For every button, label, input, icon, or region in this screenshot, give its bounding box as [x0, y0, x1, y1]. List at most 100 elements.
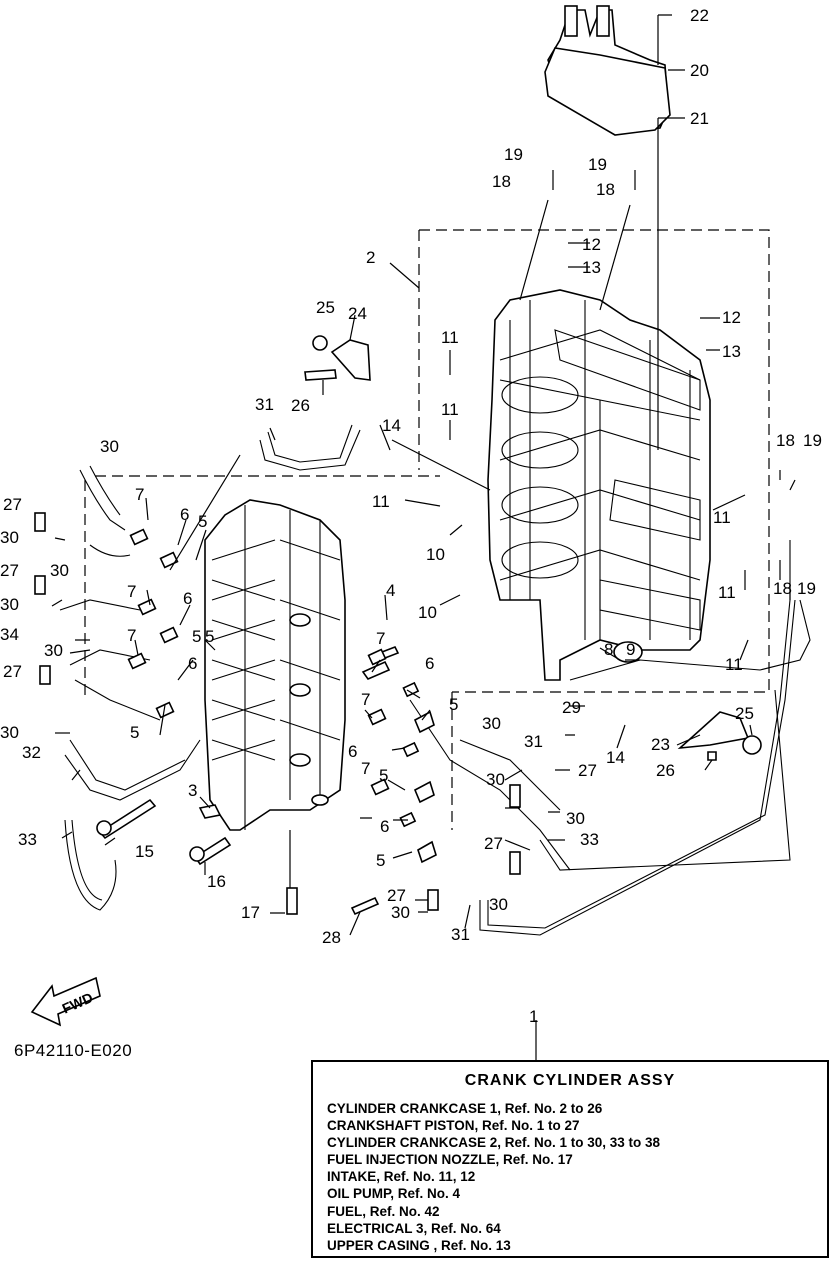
callout: 7 [361, 759, 370, 778]
callout: 19 [504, 145, 523, 164]
callout: 1 [529, 1007, 538, 1026]
callout: 22 [690, 6, 709, 25]
callout: 21 [690, 109, 709, 128]
legend-box: CRANK CYLINDER ASSY CYLINDER CRANKCASE 1… [311, 1060, 829, 1258]
callout: 27 [578, 761, 597, 780]
legend-title: CRANK CYLINDER ASSY [464, 1072, 676, 1089]
callout: 12 [582, 235, 601, 254]
callout: 31 [451, 925, 470, 944]
callout: 18 [776, 431, 795, 450]
callout: 6 [188, 654, 197, 673]
callout: 17 [241, 903, 260, 922]
callout: 10 [418, 603, 437, 622]
callout: 7 [127, 626, 136, 645]
callout: 34 [0, 625, 19, 644]
callout: 3 [188, 781, 197, 800]
callout: 32 [22, 743, 41, 762]
callout: 24 [348, 304, 367, 323]
callout: 11 [372, 492, 390, 511]
callout: 11 [713, 508, 731, 527]
callout: 7 [127, 582, 136, 601]
legend-item: OIL PUMP, Ref. No. 4 [327, 1186, 461, 1202]
legend-item: CRANKSHAFT PISTON, Ref. No. 1 to 27 [327, 1118, 580, 1134]
callout: 23 [651, 735, 670, 754]
fwd-arrow-icon: FWD [30, 976, 101, 1027]
bracket-parts-23-26 [304, 335, 762, 761]
callout: 29 [562, 698, 581, 717]
callout: 19 [588, 155, 607, 174]
callout: 18 [773, 579, 792, 598]
leader-lines [51, 14, 796, 1060]
crankcase-plate-2 [204, 499, 346, 831]
callout: 5 [376, 851, 385, 870]
callout: 19 [797, 579, 816, 598]
callout: 30 [486, 770, 505, 789]
callout: 5 [130, 723, 139, 742]
callout: 33 [580, 830, 599, 849]
legend-item: CYLINDER CRANKCASE 1, Ref. No. 2 to 26 [327, 1101, 603, 1116]
callout: 11 [725, 655, 743, 674]
callout: 5 [449, 695, 458, 714]
callout: 11 [441, 328, 459, 347]
callout: 28 [322, 928, 341, 947]
callout: 31 [524, 732, 543, 751]
callout: 13 [582, 258, 601, 277]
fitting-groups [34, 512, 521, 911]
callout: 14 [382, 416, 401, 435]
callout: 18 [492, 172, 511, 191]
callout: 6 [380, 817, 389, 836]
callout: 7 [361, 690, 370, 709]
callout: 27 [3, 495, 22, 514]
legend-item: CYLINDER CRANKCASE 2, Ref. No. 1 to 30, … [327, 1135, 661, 1151]
callout: 9 [626, 640, 635, 659]
callout: 31 [255, 395, 274, 414]
callout: 33 [18, 830, 37, 849]
callout: 6 [348, 742, 357, 761]
callout: 8 [604, 640, 613, 659]
fasteners [96, 645, 400, 916]
callout: 5 [192, 627, 201, 646]
callout: 26 [656, 761, 675, 780]
callout: 7 [135, 485, 144, 504]
callout: 16 [207, 872, 226, 891]
callout: 11 [441, 400, 459, 419]
legend-item: FUEL INJECTION NOZZLE, Ref. No. 17 [327, 1152, 573, 1168]
top-cover [544, 5, 671, 136]
callout: 15 [135, 842, 154, 861]
callout: 14 [606, 748, 625, 767]
callout: 30 [482, 714, 501, 733]
callout: 4 [386, 581, 395, 600]
callout: 18 [596, 180, 615, 199]
callout: 5 [198, 512, 207, 531]
legend-item: UPPER CASING , Ref. No. 13 [327, 1237, 511, 1253]
callout: 25 [735, 704, 754, 723]
callout: 25 [316, 298, 335, 317]
callout: 30 [50, 561, 69, 580]
callout: 5 [379, 766, 388, 785]
callout: 30 [566, 809, 585, 828]
callout: 13 [722, 342, 741, 361]
callout: 5 [205, 627, 214, 646]
callout: 6 [180, 505, 189, 524]
callout: 7 [376, 629, 385, 648]
callout: 11 [718, 583, 736, 602]
callout-labels: 1 2 3 4 5 5 5 5 5 5 5 6 6 6 6 6 6 7 7 7 … [0, 6, 822, 1026]
legend-item: ELECTRICAL 3, Ref. No. 64 [327, 1220, 501, 1236]
legend-item: INTAKE, Ref. No. 11, 12 [327, 1169, 476, 1185]
legend-item: FUEL, Ref. No. 42 [327, 1203, 440, 1219]
callout: 10 [426, 545, 445, 564]
callout: 30 [44, 641, 63, 660]
callout: 27 [484, 834, 503, 853]
crankcase-block-1 [487, 289, 711, 681]
callout: 19 [803, 431, 822, 450]
callout: 6 [183, 589, 192, 608]
callout: 30 [391, 903, 410, 922]
callout: 30 [0, 595, 19, 614]
callout: 27 [387, 886, 406, 905]
callout: 6 [425, 654, 434, 673]
callout: 12 [722, 308, 741, 327]
callout: 30 [100, 437, 119, 456]
callout: 30 [0, 723, 19, 742]
callout: 30 [0, 528, 19, 547]
